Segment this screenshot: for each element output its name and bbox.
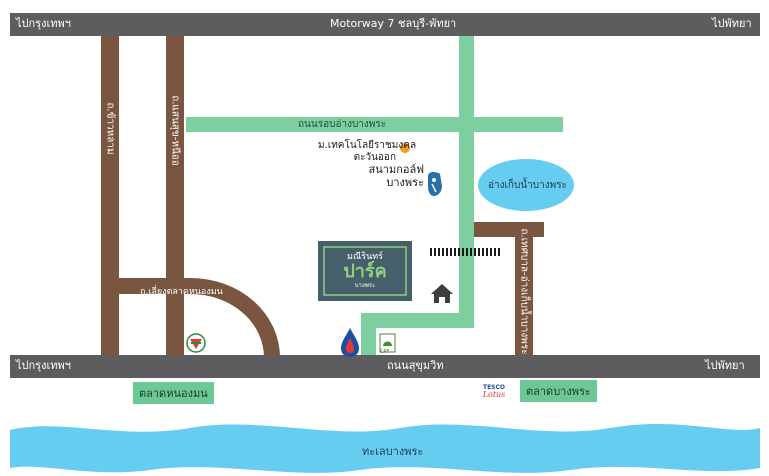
university-dot-icon <box>400 143 410 153</box>
reservoir-label: อ่างเก็บน้ำบางพระ <box>488 180 567 191</box>
saensuk-road <box>166 28 184 358</box>
sukhumvit-road-bar <box>10 355 760 378</box>
tesaban-road-vertical <box>515 222 533 358</box>
ring-road-bang-phra <box>186 117 563 132</box>
nong-mon-bypass-road <box>119 278 280 359</box>
project-name-line1: มณีรินทร์ <box>346 252 384 262</box>
golf-line1: สนามกอล์ฟ <box>368 163 424 176</box>
golf-course-label: สนามกอล์ฟ บางพระ <box>366 163 424 189</box>
railway-track-icon <box>430 248 500 256</box>
saensuk-road-label: ถ.แสนสุข-หนีออ <box>169 95 181 166</box>
lotus-text: Lotus <box>482 390 506 399</box>
khao-lam-road-label: ถ.ข้าวหลาม <box>104 102 116 155</box>
golf-line2: บางพระ <box>386 176 424 189</box>
green-road-connector <box>361 313 474 328</box>
bottom-right-direction: ไปพัทยา <box>705 359 745 372</box>
project-name-line2: ปาร์ค <box>343 261 387 282</box>
tesaban-road-label: ถ.เทศบาล-อ่างเก็บน้ำบางพระ <box>518 228 530 355</box>
green-road-stub <box>361 313 376 358</box>
motorway-7-bar <box>10 13 760 36</box>
reservoir-water <box>478 159 574 211</box>
green-road-vertical-main <box>459 28 474 328</box>
ptt-gas-icon <box>341 328 359 357</box>
top-right-direction: ไปพัทยา <box>712 17 752 30</box>
university-line1: ม.เทคโนโลยีราชมงคล <box>318 140 417 151</box>
nong-mon-bypass-label: ถ.เลี่ยงตลาดหนองมน <box>140 286 223 298</box>
tesco-text: TESCO <box>483 384 505 391</box>
tesco-lotus-logo: TESCO Lotus <box>482 384 506 399</box>
seven-eleven-icon <box>186 333 206 353</box>
top-left-direction: ไปกรุงเทพฯ <box>16 17 71 30</box>
bypass-label-text: ถ.เลี่ยงตลาดหนองมน <box>140 287 223 297</box>
project-box <box>318 241 412 301</box>
university-label: ม.เทคโนโลยีราชมงคล ตะวันออก <box>318 140 417 164</box>
project-name-line3: บางพระ <box>354 282 376 289</box>
khao-lam-road <box>101 28 119 358</box>
project-label: มณีรินทร์ ปาร์ค บางพระ <box>326 252 404 290</box>
cpf-label: CPF <box>380 349 390 355</box>
university-line2: ตะวันออก <box>353 152 396 163</box>
sukhumvit-label: ถนนสุขุมวิท <box>387 359 444 372</box>
golf-icon <box>428 171 442 196</box>
market-nong-mon-tag: ตลาดหนองมน <box>133 382 214 404</box>
bottom-left-direction: ไปกรุงเทพฯ <box>16 359 71 372</box>
cpf-icon <box>379 333 396 353</box>
market-bang-phra-tag: ตลาดบางพระ <box>520 380 597 402</box>
ring-road-label: ถนนรอบอ่างบางพระ <box>298 119 387 130</box>
tesaban-road-horizontal <box>474 222 544 237</box>
home-icon <box>431 284 453 303</box>
project-box-border <box>323 246 407 296</box>
sea-label: ทะเลบางพระ <box>362 445 424 458</box>
motorway-label: Motorway 7 ชลบุรี-พัทยา <box>330 17 457 30</box>
sea-area <box>10 424 760 473</box>
